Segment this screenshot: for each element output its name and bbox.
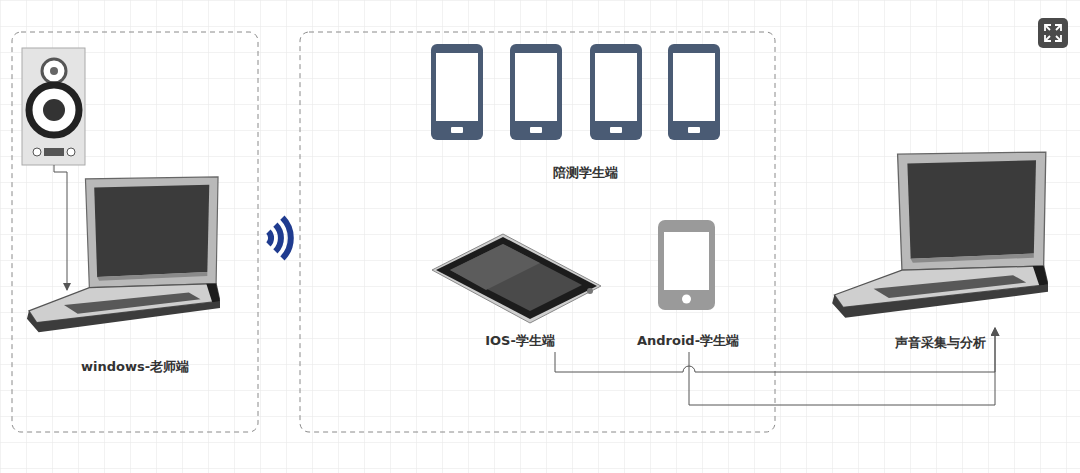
phone-icons xyxy=(431,44,720,140)
teacher-node: windows-老师端 xyxy=(22,175,254,378)
expand-icon xyxy=(1038,18,1068,48)
audio-wire xyxy=(54,165,67,290)
signal-connector xyxy=(555,328,995,372)
android-student-node: Android-学生端 xyxy=(630,218,748,352)
phone-group-node: 陪测学生端 xyxy=(425,42,725,184)
tablet-icon xyxy=(432,234,601,323)
wireless-symbol xyxy=(268,218,290,259)
teacher-laptop xyxy=(27,177,220,332)
node-label: windows-老师端 xyxy=(79,358,191,376)
node-label: 陪测学生端 xyxy=(551,164,620,182)
node-label: Android-学生端 xyxy=(635,332,741,350)
teacher-region xyxy=(12,32,258,432)
analysis-laptop xyxy=(832,152,1048,318)
ios-student-node: IOS-学生端 xyxy=(430,232,602,352)
analysis-node: 声音采集与分析 xyxy=(828,148,1050,328)
speaker-icon xyxy=(22,48,85,165)
node-label: 声音采集与分析 xyxy=(893,334,988,352)
android-phone-icon xyxy=(658,220,715,310)
node-label: IOS-学生端 xyxy=(483,332,557,350)
